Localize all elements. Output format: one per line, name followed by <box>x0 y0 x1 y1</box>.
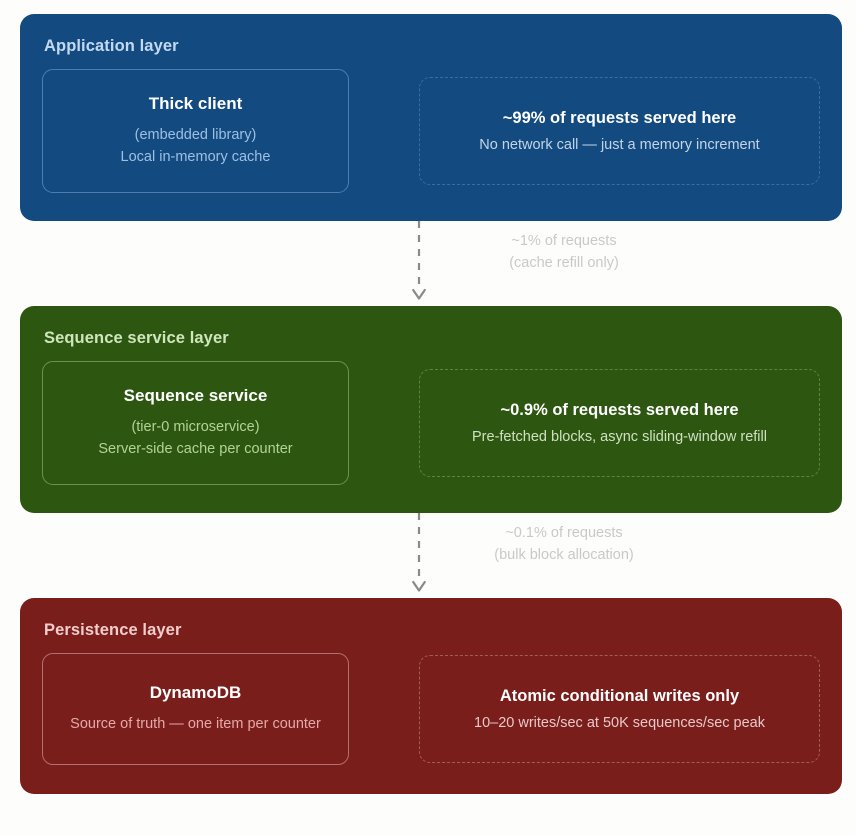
node-title-dynamodb: DynamoDB <box>149 682 242 702</box>
layer-body-sequence-service: Sequence service (tier-0 microservice) S… <box>42 361 820 485</box>
stat-headline-application: ~99% of requests served here <box>502 109 737 127</box>
node-thick-client: Thick client (embedded library) Local in… <box>42 69 349 193</box>
layer-body-persistence: DynamoDB Source of truth — one item per … <box>42 653 820 765</box>
connector-sequence-to-persistence: ~0.1% of requests (bulk block allocation… <box>20 513 842 598</box>
stat-detail-persistence: 10–20 writes/sec at 50K sequences/sec pe… <box>474 715 765 731</box>
node-subline-local-cache: Local in-memory cache <box>120 149 271 165</box>
down-arrow-dashed-icon <box>412 221 426 300</box>
stat-headline-persistence: Atomic conditional writes only <box>499 687 740 705</box>
node-sequence-service: Sequence service (tier-0 microservice) S… <box>42 361 349 485</box>
connector-labels-app-to-sequence: ~1% of requests (cache refill only) <box>444 230 684 274</box>
layer-application: Application layer Thick client (embedded… <box>20 14 842 221</box>
layer-title-persistence: Persistence layer <box>44 621 182 639</box>
stat-detail-application: No network call — just a memory incremen… <box>479 137 760 153</box>
layer-persistence: Persistence layer DynamoDB Source of tru… <box>20 598 842 794</box>
node-dynamodb: DynamoDB Source of truth — one item per … <box>42 653 349 765</box>
stat-box-persistence: Atomic conditional writes only 10–20 wri… <box>419 655 820 763</box>
node-subline-server-side-cache: Server-side cache per counter <box>98 441 293 457</box>
down-arrow-dashed-icon <box>412 513 426 592</box>
stat-box-sequence-service: ~0.9% of requests served here Pre-fetche… <box>419 369 820 477</box>
node-title-thick-client: Thick client <box>148 93 243 113</box>
connector-label-secondary-1: (cache refill only) <box>509 255 619 272</box>
layer-title-application: Application layer <box>44 37 179 55</box>
layer-title-sequence-service: Sequence service layer <box>44 329 229 347</box>
connector-label-secondary-2: (bulk block allocation) <box>494 547 634 564</box>
connector-labels-sequence-to-persistence: ~0.1% of requests (bulk block allocation… <box>444 522 684 566</box>
connector-label-primary-1: ~1% of requests <box>511 233 617 249</box>
node-subline-source-of-truth: Source of truth — one item per counter <box>70 715 321 732</box>
connector-label-primary-2: ~0.1% of requests <box>505 525 623 541</box>
layer-body-application: Thick client (embedded library) Local in… <box>42 69 820 193</box>
node-title-sequence-service: Sequence service <box>123 385 268 405</box>
layer-sequence-service: Sequence service layer Sequence service … <box>20 306 842 513</box>
connector-app-to-sequence: ~1% of requests (cache refill only) <box>20 221 842 306</box>
node-subline-embedded-library: (embedded library) <box>134 126 257 143</box>
stat-box-application: ~99% of requests served here No network … <box>419 77 820 185</box>
stat-headline-sequence-service: ~0.9% of requests served here <box>500 401 739 419</box>
stat-detail-sequence-service: Pre-fetched blocks, async sliding-window… <box>472 429 767 445</box>
node-subline-tier-0-microservice: (tier-0 microservice) <box>131 418 260 435</box>
